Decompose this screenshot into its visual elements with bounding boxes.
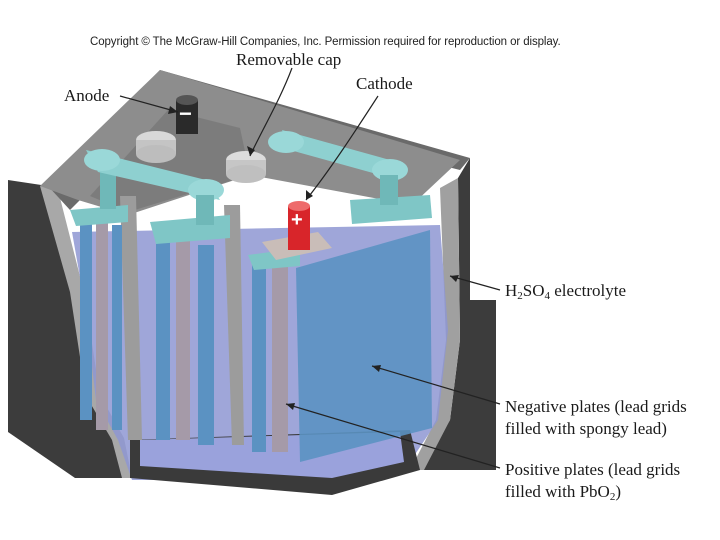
electrolyte-label: H2SO4 electrolyte: [505, 281, 627, 302]
anode-terminal: [176, 100, 198, 134]
connector-post-top: [268, 131, 304, 153]
anode-label: Anode: [64, 86, 110, 105]
anode-terminal-top: [176, 95, 198, 105]
plate-strap: [70, 205, 128, 226]
anode-leader-line: [119, 95, 179, 113]
arrowhead: [247, 146, 255, 156]
negative-leader-line: [371, 365, 501, 405]
positive-label-close: ): [615, 482, 622, 501]
cathode-leader-line: [305, 95, 379, 201]
strap-post: [196, 195, 214, 225]
copyright-notice: Copyright © The McGraw-Hill Companies, I…: [90, 36, 561, 48]
cathode-plus-symbol: +: [291, 209, 303, 231]
negative-plate: [198, 245, 214, 445]
connector-post-top: [84, 149, 120, 171]
arrowhead: [286, 403, 295, 410]
electrolyte-label-text: electrolyte: [550, 281, 627, 300]
cathode-label: Cathode: [356, 74, 413, 93]
positive-plate: [272, 262, 288, 452]
cell-divider-2: [224, 205, 244, 445]
connector-bar: [282, 130, 398, 180]
casing-right-wall-edge: [410, 178, 460, 470]
arrowhead: [372, 365, 381, 372]
electrolyte-label-h: H: [505, 281, 518, 300]
casing-left-wall: [8, 180, 128, 478]
cathode-terminal: [288, 206, 310, 250]
removable-cap-base: [136, 145, 176, 163]
arrowhead: [306, 190, 313, 200]
negative-plate: [156, 240, 170, 440]
negative-plate: [112, 225, 122, 430]
positive-label-text: filled with PbO: [505, 482, 610, 501]
cathode-terminal-top: [288, 201, 310, 211]
positive-label-sub: 2: [609, 491, 616, 503]
removable-cap-base: [226, 165, 266, 183]
negative-plate: [252, 262, 266, 452]
anode-minus-symbol: −: [179, 101, 192, 126]
strap-post: [380, 175, 398, 205]
electrolyte-leader-line: [449, 275, 501, 291]
plate-strap: [350, 195, 432, 224]
electrolyte-label-sub2: 4: [544, 290, 551, 302]
positive-plate: [176, 240, 190, 440]
removable-cap-label: Removable cap: [236, 50, 342, 69]
positive-leader-line: [285, 403, 501, 469]
casing-right-wall: [420, 158, 496, 470]
arrowhead: [450, 275, 459, 282]
positive-plate: [96, 220, 108, 430]
removable-cap-leader-line: [249, 67, 293, 157]
positive-plates-label-line2: filled with PbO2): [505, 482, 622, 503]
negative-plate-front: [296, 230, 432, 462]
arrowhead: [168, 106, 178, 114]
electrolyte-label-so: SO: [522, 281, 545, 300]
cell-divider: [120, 196, 142, 440]
electrolyte-label-sub1: 2: [517, 290, 523, 302]
negative-plate: [80, 220, 92, 420]
negative-plates-label-line1: Negative plates (lead grids: [505, 397, 687, 416]
positive-plates-label-line1: Positive plates (lead grids: [505, 460, 681, 479]
negative-plates-label-line2: filled with spongy lead): [505, 419, 667, 438]
